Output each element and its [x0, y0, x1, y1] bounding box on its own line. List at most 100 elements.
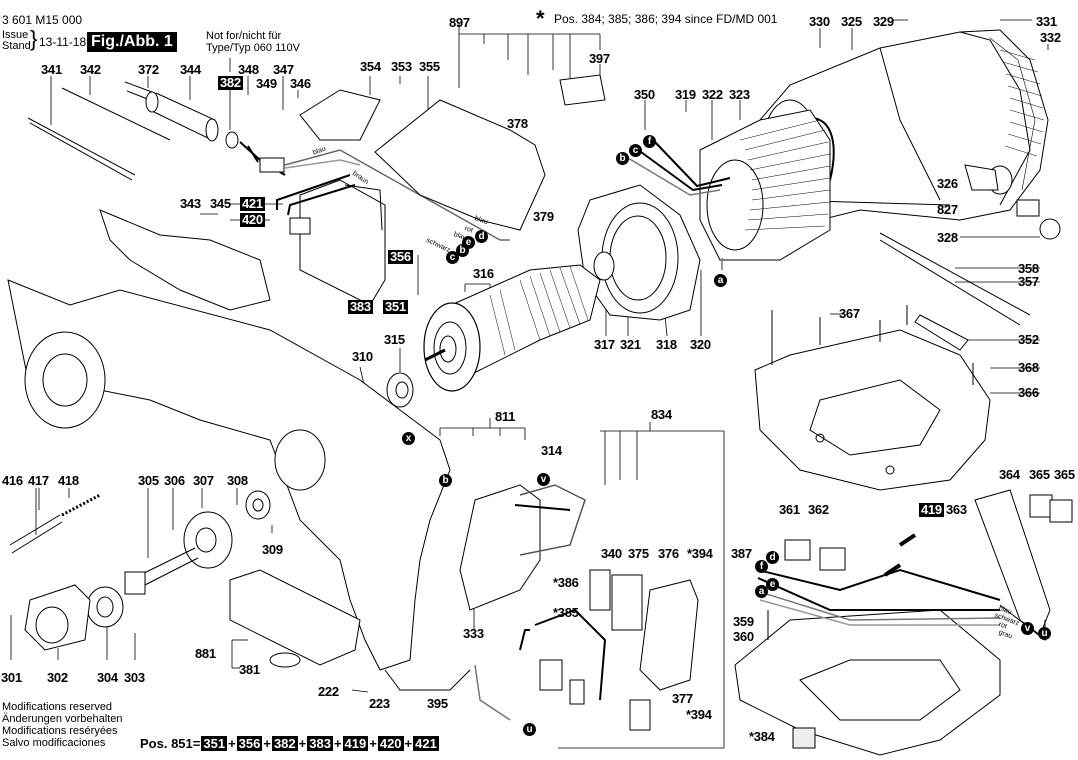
formula-part-351[interactable]: 351 [201, 736, 228, 751]
part-label-385[interactable]: *385 [553, 605, 579, 620]
part-label-307[interactable]: 307 [193, 473, 214, 488]
part-label-386[interactable]: *386 [553, 575, 579, 590]
part-label-372[interactable]: 372 [138, 62, 159, 77]
stand-label: Stand [2, 40, 31, 52]
part-label-305[interactable]: 305 [138, 473, 159, 488]
part-label-314[interactable]: 314 [541, 443, 562, 458]
part-label-330[interactable]: 330 [809, 14, 830, 29]
part-label-365-a[interactable]: 365 [1029, 467, 1050, 482]
part-label-363[interactable]: 363 [946, 502, 967, 517]
part-label-306[interactable]: 306 [164, 473, 185, 488]
part-label-308[interactable]: 308 [227, 473, 248, 488]
part-label-350[interactable]: 350 [634, 87, 655, 102]
part-label-309[interactable]: 309 [262, 542, 283, 557]
part-label-811[interactable]: 811 [495, 409, 516, 424]
part-label-322[interactable]: 322 [702, 87, 723, 102]
part-label-416[interactable]: 416 [2, 473, 23, 488]
part-label-394-bottom[interactable]: *394 [686, 707, 712, 722]
part-label-382[interactable]: 382 [218, 75, 243, 90]
part-label-394-top[interactable]: *394 [687, 546, 713, 561]
part-label-377[interactable]: 377 [672, 691, 693, 706]
part-label-223[interactable]: 223 [369, 696, 390, 711]
guard-drawing [229, 569, 471, 691]
part-label-358[interactable]: 358 [1018, 261, 1039, 276]
connector-marker-u: u [1038, 627, 1051, 640]
part-label-387[interactable]: 387 [731, 546, 752, 561]
part-label-375[interactable]: 375 [628, 546, 649, 561]
part-label-347[interactable]: 347 [273, 62, 294, 77]
part-label-397[interactable]: 397 [589, 51, 610, 66]
part-label-328[interactable]: 328 [937, 230, 958, 245]
part-label-881[interactable]: 881 [195, 646, 216, 661]
part-label-318[interactable]: 318 [656, 337, 677, 352]
part-label-351[interactable]: 351 [383, 299, 408, 314]
formula-part-382[interactable]: 382 [271, 736, 298, 751]
part-label-384[interactable]: *384 [749, 729, 775, 744]
part-label-303[interactable]: 303 [124, 670, 145, 685]
formula-part-421[interactable]: 421 [413, 736, 439, 751]
part-label-301[interactable]: 301 [1, 670, 22, 685]
part-label-419[interactable]: 419 [919, 502, 944, 517]
part-label-341[interactable]: 341 [41, 62, 62, 77]
part-label-364[interactable]: 364 [999, 467, 1020, 482]
part-label-310[interactable]: 310 [352, 349, 373, 364]
part-label-304[interactable]: 304 [97, 670, 118, 685]
part-label-352[interactable]: 352 [1018, 332, 1039, 347]
part-label-333[interactable]: 333 [463, 626, 484, 641]
part-label-367[interactable]: 367 [839, 306, 860, 321]
part-label-356[interactable]: 356 [388, 249, 413, 264]
connector-marker-a: a [714, 274, 727, 287]
part-label-827[interactable]: 827 [937, 202, 958, 217]
part-label-360[interactable]: 360 [733, 629, 754, 644]
part-label-897[interactable]: 897 [449, 15, 470, 30]
part-label-222[interactable]: 222 [318, 684, 339, 699]
part-label-381[interactable]: 381 [239, 662, 260, 677]
formula-part-383[interactable]: 383 [307, 736, 333, 751]
part-label-349[interactable]: 349 [256, 76, 277, 91]
formula-part-356[interactable]: 356 [236, 736, 263, 751]
part-label-378[interactable]: 378 [507, 116, 528, 131]
part-label-331[interactable]: 331 [1036, 14, 1057, 29]
part-label-344[interactable]: 344 [180, 62, 201, 77]
part-label-418[interactable]: 418 [58, 473, 79, 488]
formula-part-420[interactable]: 420 [377, 736, 404, 751]
part-label-346[interactable]: 346 [290, 76, 311, 91]
part-label-834[interactable]: 834 [651, 407, 672, 422]
part-label-343[interactable]: 343 [180, 196, 201, 211]
part-label-361[interactable]: 361 [779, 502, 800, 517]
part-label-323[interactable]: 323 [729, 87, 750, 102]
part-label-362[interactable]: 362 [808, 502, 829, 517]
part-label-345[interactable]: 345 [210, 196, 231, 211]
part-label-348[interactable]: 348 [238, 62, 259, 77]
part-label-379[interactable]: 379 [533, 209, 554, 224]
part-label-340[interactable]: 340 [601, 546, 622, 561]
part-label-321[interactable]: 321 [620, 337, 641, 352]
brace-icon: } [30, 26, 38, 51]
part-label-357[interactable]: 357 [1018, 274, 1039, 289]
part-label-421[interactable]: 421 [240, 196, 265, 211]
part-label-319[interactable]: 319 [675, 87, 696, 102]
formula-part-419[interactable]: 419 [342, 736, 369, 751]
part-label-417[interactable]: 417 [28, 473, 49, 488]
part-label-420[interactable]: 420 [240, 212, 265, 227]
part-label-354[interactable]: 354 [360, 59, 381, 74]
part-label-353[interactable]: 353 [391, 59, 412, 74]
part-label-383[interactable]: 383 [348, 299, 373, 314]
part-label-365-b[interactable]: 365 [1054, 467, 1075, 482]
part-label-326[interactable]: 326 [937, 176, 958, 191]
part-label-366[interactable]: 366 [1018, 385, 1039, 400]
part-label-368[interactable]: 368 [1018, 360, 1039, 375]
part-label-315[interactable]: 315 [384, 332, 405, 347]
part-label-395[interactable]: 395 [427, 696, 448, 711]
part-label-355[interactable]: 355 [419, 59, 440, 74]
part-label-332[interactable]: 332 [1040, 30, 1061, 45]
part-label-317[interactable]: 317 [594, 337, 615, 352]
part-label-302[interactable]: 302 [47, 670, 68, 685]
part-label-342[interactable]: 342 [80, 62, 101, 77]
part-label-376[interactable]: 376 [658, 546, 679, 561]
part-label-359[interactable]: 359 [733, 614, 754, 629]
part-label-329[interactable]: 329 [873, 14, 894, 29]
part-label-325[interactable]: 325 [841, 14, 862, 29]
part-label-316[interactable]: 316 [473, 266, 494, 281]
part-label-320[interactable]: 320 [690, 337, 711, 352]
